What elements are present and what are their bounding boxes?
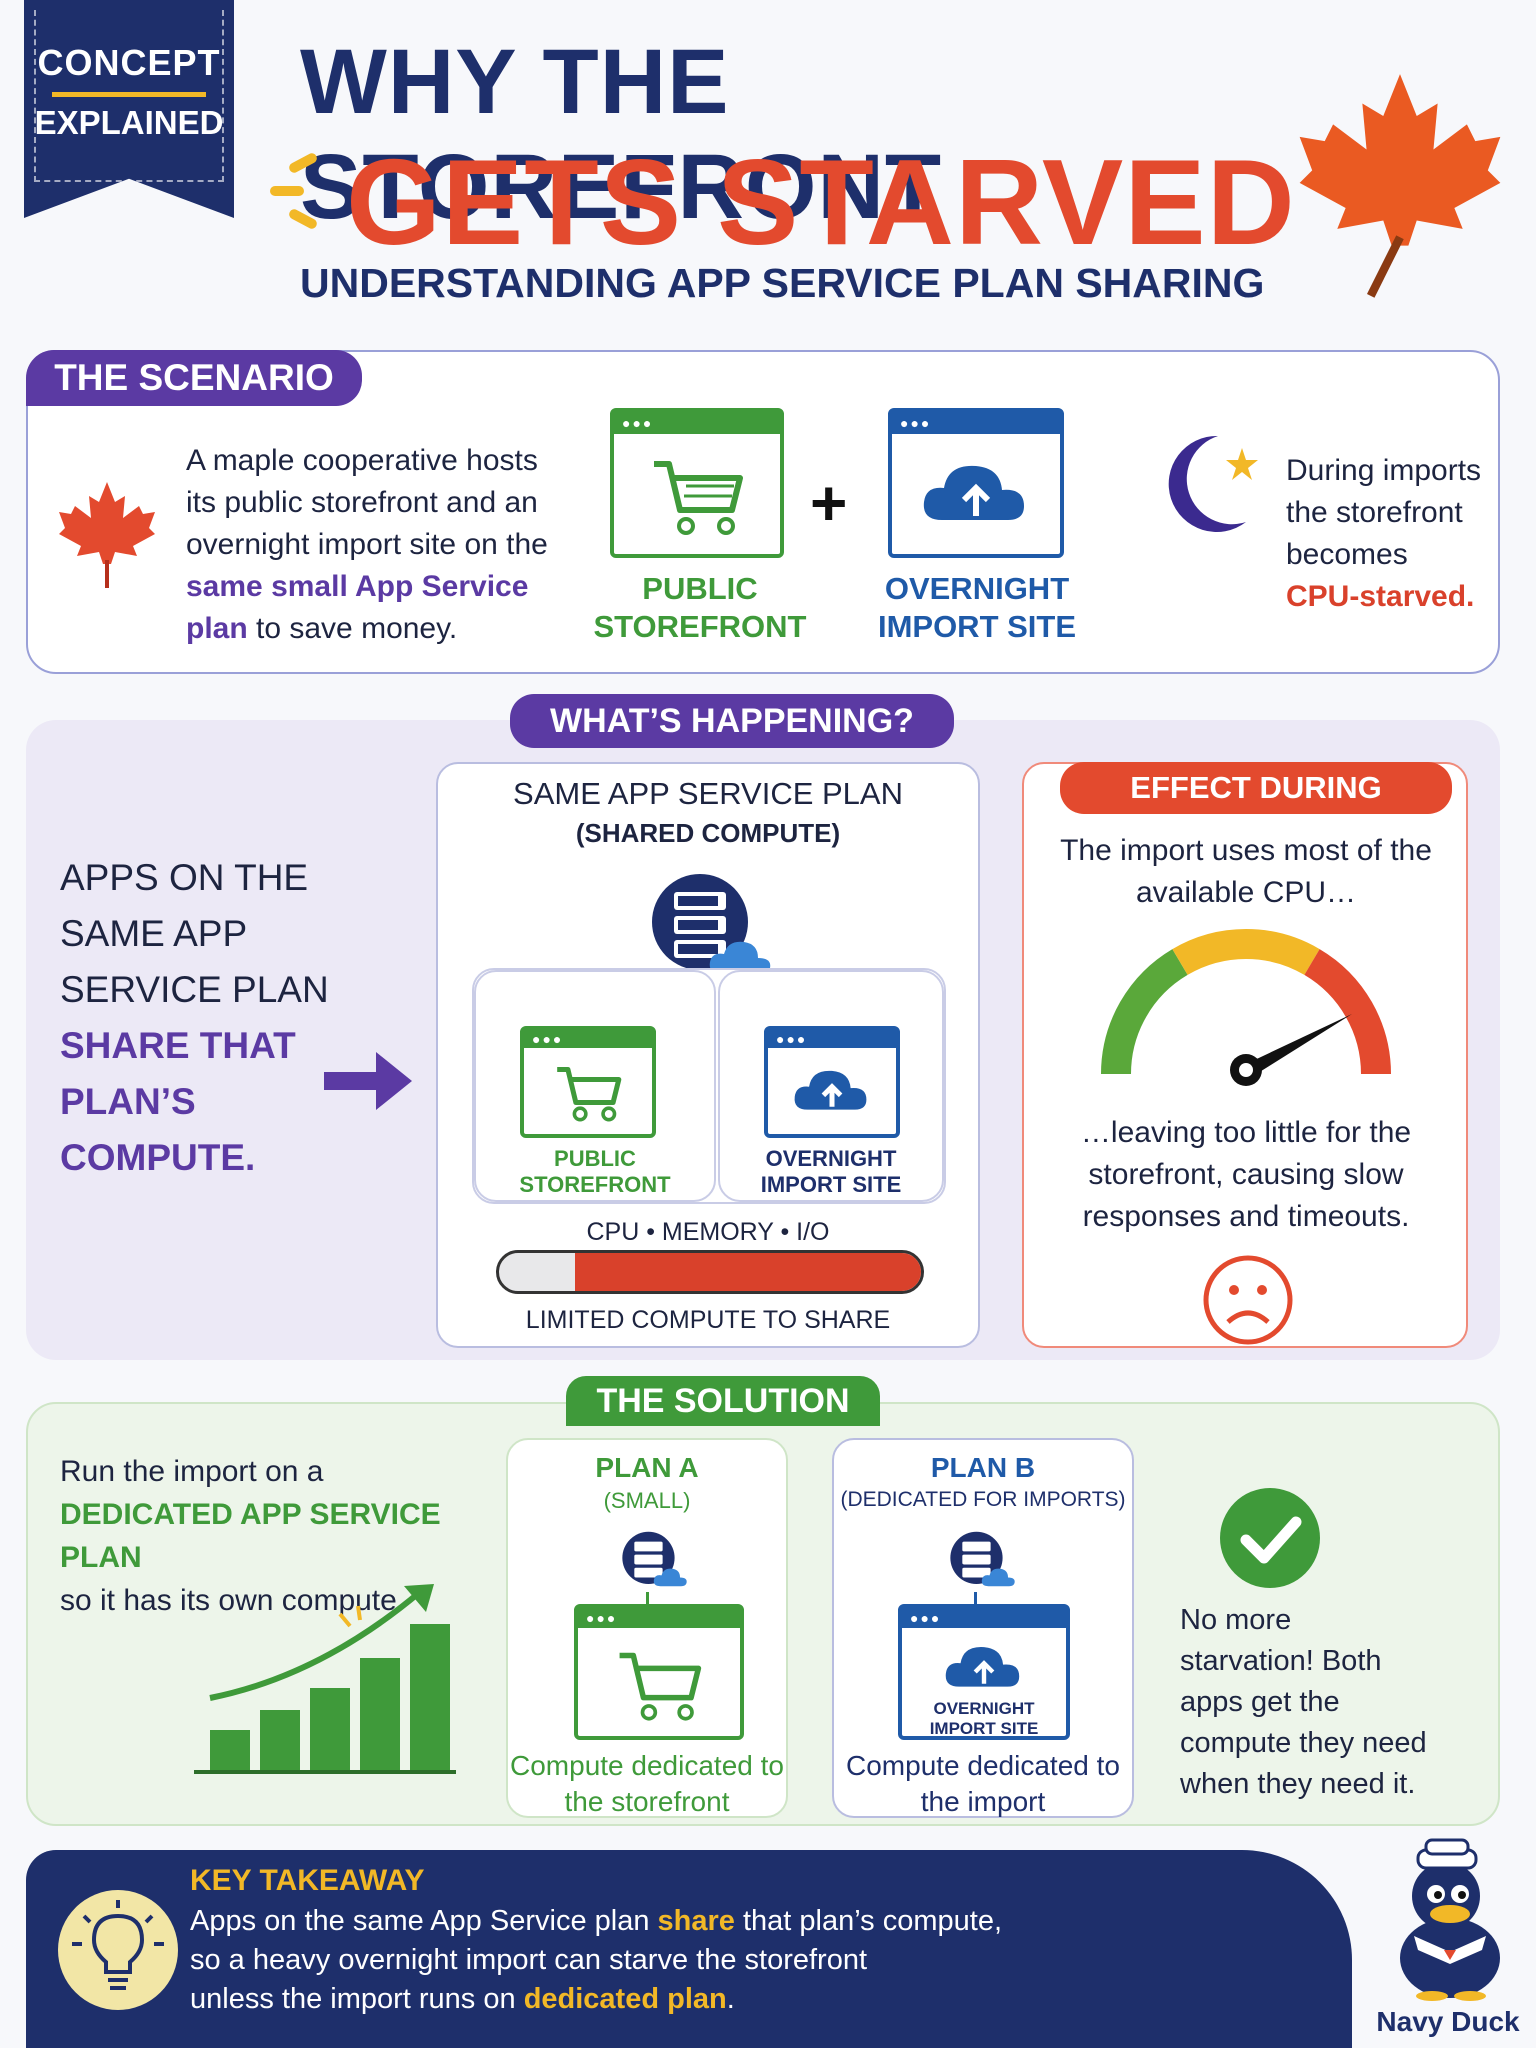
import-label-small: OVERNIGHT IMPORT SITE xyxy=(760,1146,902,1197)
takeaway-text: Apps on the same App Service plan share … xyxy=(190,1905,1003,2015)
cpu-starved-text: CPU-starved. xyxy=(1286,580,1475,613)
navy-duck-mascot xyxy=(1400,1838,1500,2001)
import-window: ●●● xyxy=(888,408,1064,558)
concept-badge: CONCEPT EXPLAINED xyxy=(24,0,234,218)
cart-icon xyxy=(557,1066,622,1122)
plan-b-window-label: OVERNIGHT IMPORT SITE xyxy=(929,1699,1039,1738)
page-title-line1: WHY THE STOREFRONT xyxy=(300,31,943,238)
takeaway-panel xyxy=(26,1850,1352,2048)
plan-a-storefront-window: ●●● xyxy=(574,1604,744,1740)
page-subtitle: UNDERSTANDING APP SERVICE PLAN SHARING xyxy=(300,260,1265,306)
storefront-label: PUBLIC STOREFRONT xyxy=(593,571,807,644)
cpu-usage-fill xyxy=(574,1253,921,1291)
plan-b-title: PLAN B xyxy=(930,1452,1036,1483)
plan-a-sub: (SMALL) xyxy=(603,1488,691,1513)
checkmark-icon xyxy=(1220,1488,1320,1588)
cloud-upload-icon xyxy=(945,1646,1020,1687)
happening-left-text: APPS ON THE SAME APP SERVICE PLAN SHARE … xyxy=(60,857,329,1178)
scenario-highlight: same small App Service plan xyxy=(186,570,529,645)
solution-tag: THE SOLUTION xyxy=(566,1376,880,1426)
server-cloud-icon xyxy=(950,1531,1015,1587)
scenario-note: During imports the storefront becomes CP… xyxy=(1286,454,1482,613)
cart-icon xyxy=(654,461,743,535)
cart-icon xyxy=(619,1652,702,1721)
plan-b-import-window: ●●● OVERNIGHT IMPORT SITE xyxy=(898,1604,1070,1740)
maple-leaf-icon xyxy=(59,482,155,588)
plan-title: SAME APP SERVICE PLAN xyxy=(513,776,903,811)
effect-top-text: The import uses most of the available CP… xyxy=(1060,834,1432,909)
plan-b-caption: Compute dedicated to the import xyxy=(846,1750,1120,1817)
cpu-usage-bar xyxy=(496,1250,924,1294)
lightbulb-icon xyxy=(58,1890,178,2010)
storefront-label-small: PUBLIC STOREFRONT xyxy=(519,1146,671,1197)
import-window-small: ●●● xyxy=(764,1026,900,1138)
arrow-right-icon xyxy=(324,1052,412,1110)
storefront-window-small: ●●● xyxy=(520,1026,656,1138)
server-cloud-icon xyxy=(652,874,771,974)
limited-compute-text: LIMITED COMPUTE TO SHARE xyxy=(525,1306,891,1334)
brand-name: Navy Duck xyxy=(1376,2006,1520,2037)
sad-face-icon xyxy=(1203,1255,1293,1345)
plan-a-title: PLAN A xyxy=(595,1452,699,1483)
cloud-upload-icon xyxy=(794,1070,867,1110)
plan-b-sub: (DEDICATED FOR IMPORTS) xyxy=(840,1488,1126,1511)
scenario-text: A maple cooperative hosts its public sto… xyxy=(186,444,548,645)
import-label: OVERNIGHT IMPORT SITE xyxy=(877,571,1077,644)
effect-bottom-text: …leaving too little for the storefront, … xyxy=(1080,1116,1412,1233)
plan-subtitle: (SHARED COMPUTE) xyxy=(575,818,841,848)
cpu-gauge xyxy=(1101,929,1391,1086)
page-title-line2: GETS STARVED xyxy=(346,134,1296,270)
resources-text: CPU • MEMORY • I/O xyxy=(586,1218,830,1246)
spark-icon xyxy=(270,186,304,196)
badge-line1: CONCEPT xyxy=(37,42,221,83)
scenario-tag: THE SCENARIO xyxy=(26,350,362,406)
solution-result: No more starvation! Both apps get the co… xyxy=(1180,1604,1427,1800)
effect-tag: EFFECT DURING IMPORTS xyxy=(1060,762,1452,857)
server-cloud-icon xyxy=(622,1531,687,1587)
badge-line2: EXPLAINED xyxy=(34,104,224,141)
solution-text: Run the import on a DEDICATED APP SERVIC… xyxy=(60,1455,441,1617)
takeaway-title: KEY TAKEAWAY xyxy=(190,1864,425,1897)
cloud-upload-icon xyxy=(923,465,1024,520)
maple-leaf-icon xyxy=(1299,74,1501,298)
growth-chart-icon xyxy=(194,1584,456,1774)
plus-sign: + xyxy=(810,467,848,539)
storefront-window: ●●● xyxy=(610,408,784,558)
happening-tag: WHAT’S HAPPENING? xyxy=(510,694,954,748)
moon-icon xyxy=(1168,435,1258,532)
plan-a-caption: Compute dedicated to the storefront xyxy=(510,1750,784,1817)
